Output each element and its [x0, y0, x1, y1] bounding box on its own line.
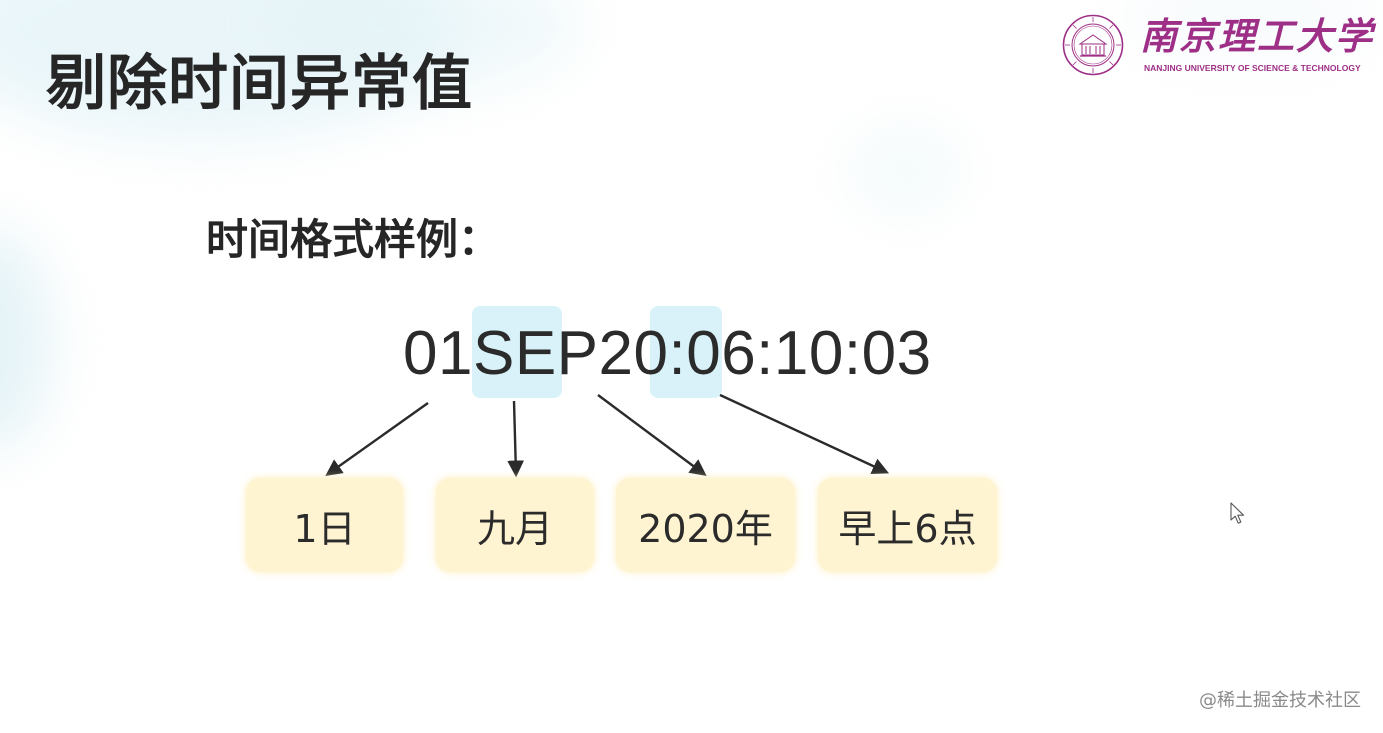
meaning-card-day: 1日 — [246, 478, 403, 572]
background-decoration — [0, 230, 50, 450]
arrow-year — [597, 394, 707, 477]
highlight-month — [472, 306, 562, 398]
meaning-card-month: 九月 — [436, 478, 594, 572]
meaning-card-year: 2020年 — [616, 478, 795, 572]
arrow-month — [507, 400, 525, 478]
time-format-example: 01SEP20:06:10:03 — [403, 319, 932, 388]
highlight-hour — [650, 306, 722, 398]
university-seal-icon — [1062, 14, 1124, 76]
mouse-pointer-icon — [1230, 502, 1245, 524]
section-heading: 时间格式样例： — [206, 215, 501, 264]
university-logo: 南京理工大学 NANJING UNIVERSITY OF SCIENCE & T… — [1060, 12, 1372, 82]
background-decoration — [850, 130, 960, 210]
university-name-english: NANJING UNIVERSITY OF SCIENCE & TECHNOLO… — [1144, 63, 1361, 73]
arrow-day — [325, 402, 429, 476]
university-name: 南京理工大学 — [1140, 14, 1374, 58]
page-title: 剔除时间异常值 — [46, 49, 473, 119]
meaning-card-hour: 早上6点 — [818, 478, 997, 572]
watermark: @稀土掘金技术社区 — [1199, 690, 1361, 711]
arrow-hour — [719, 393, 890, 474]
